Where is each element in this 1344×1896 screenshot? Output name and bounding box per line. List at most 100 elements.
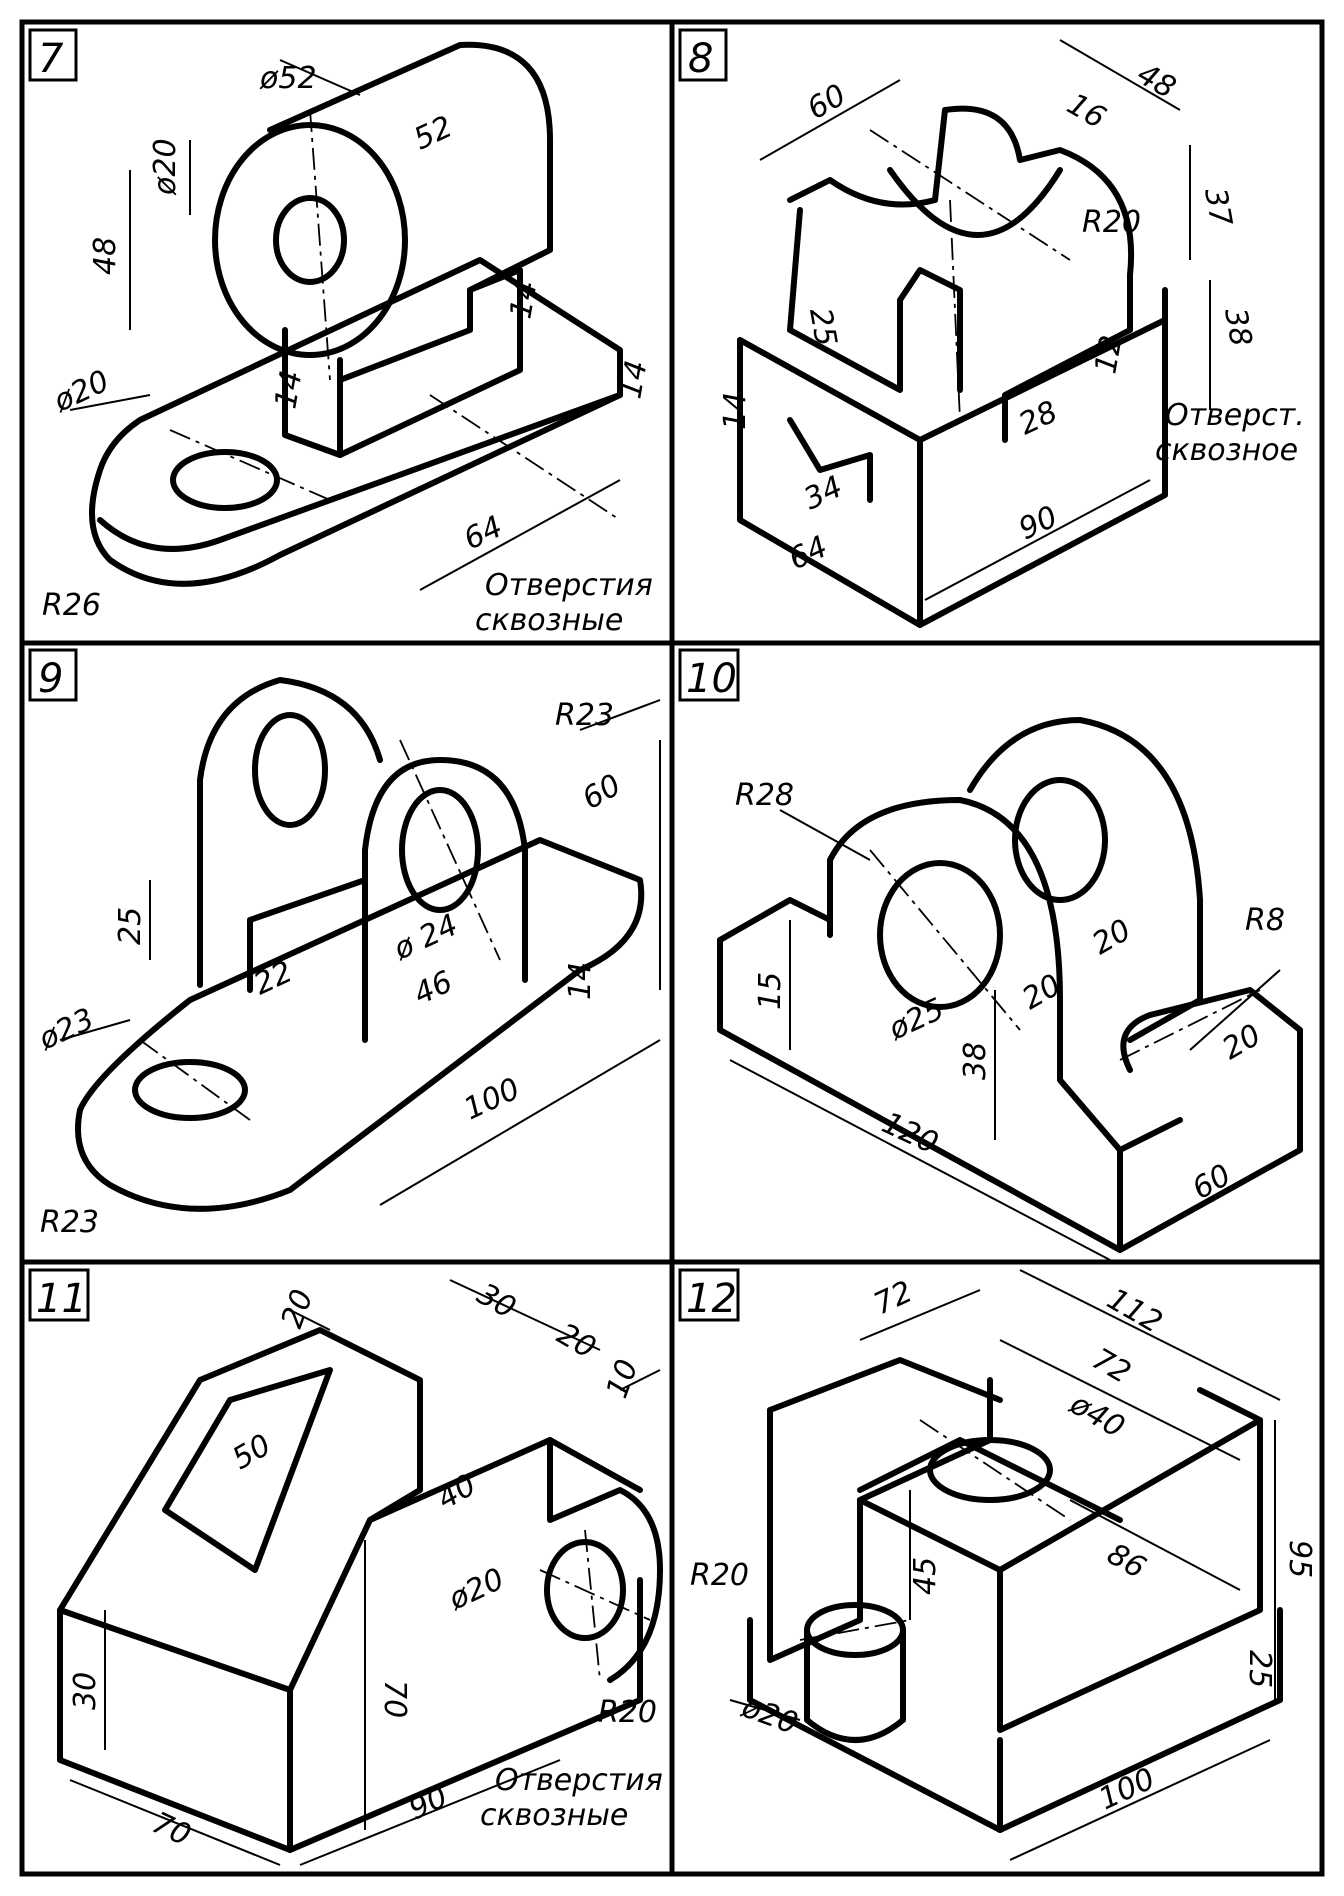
panel-8: 8 60 48 16 37 R20 25 38 12 28 34 64 90 1… (678, 28, 1305, 628)
dimension-line (729, 1059, 1111, 1261)
dimension-label: 25 (802, 305, 843, 349)
rear-ear-hole (1012, 777, 1108, 903)
web-side (337, 267, 523, 458)
dimension-label: R8 (1245, 903, 1285, 938)
dimension-label: R23 (555, 698, 614, 733)
note-line-2: сквозное (1155, 433, 1298, 468)
panel-9: 9 R23 60 25 22 ø 24 46 14 ø23 100 R23 (28, 648, 661, 1240)
base-top-edge (737, 317, 1168, 443)
dimension-label: R20 (690, 1558, 749, 1593)
panel-number: 11 (36, 1276, 87, 1322)
front-ear-hole (877, 860, 1003, 1010)
ear-inner-edge (247, 877, 368, 993)
panel-number: 12 (686, 1276, 737, 1322)
axis-line (1119, 989, 1261, 1061)
boss-body (804, 1627, 906, 1743)
dimension-line (299, 1759, 561, 1866)
dimension-label: 70 (377, 1680, 412, 1718)
panel-10: 10 R28 R8 20 20 15 ø25 38 20 120 60 (678, 648, 1303, 1261)
body-top (57, 1327, 423, 1613)
panel-7: 7 ø52 52 ø20 48 14 14 14 ø20 64 R26 Отве… (28, 28, 655, 638)
dimension-label: 52 (409, 109, 458, 157)
left-wall (767, 1377, 993, 1663)
dimension-label: ø23 (33, 1002, 100, 1058)
block-top-edge (997, 1387, 1263, 1573)
axis-line (309, 109, 331, 381)
top-hole (927, 1437, 1053, 1503)
axis-line (399, 739, 501, 961)
dimension-label: 20 (1087, 913, 1138, 962)
note-line-1: Отверстия (485, 568, 653, 603)
dimension-label: 22 (249, 954, 298, 1002)
base-plate (75, 837, 645, 1212)
dimension-label: 30 (68, 1672, 103, 1710)
axis-line (919, 1419, 1071, 1521)
dimension-label: ø20 (48, 364, 115, 420)
dimension-label: 72 (869, 1274, 918, 1322)
dimension-label: 12 (1088, 333, 1129, 377)
dimension-line (279, 59, 361, 96)
dimension-label: 20 (1217, 1018, 1268, 1067)
dimension-label: 48 (1131, 57, 1182, 106)
dimension-label: 60 (1187, 1158, 1238, 1207)
dimension-label: 48 (88, 237, 123, 275)
axis-line (169, 429, 331, 501)
dimension-label: R20 (598, 1695, 657, 1730)
cylinder-bore (273, 195, 347, 285)
panel-12: 12 72 112 72 ø40 86 45 95 25 R20 ø20 (678, 1268, 1317, 1861)
dimension-label: 16 (1061, 87, 1112, 136)
dimension-line (999, 1339, 1241, 1461)
dimension-label: 28 (1014, 394, 1063, 442)
panel-number-box (678, 648, 740, 702)
dimension-label: 60 (577, 768, 628, 817)
dimension-label: 10 (600, 1355, 646, 1403)
dimension-line (1189, 969, 1281, 1051)
rear-ear (967, 717, 1203, 1043)
front-ear-hole (399, 787, 481, 913)
dimension-label: 90 (1014, 499, 1063, 547)
dimension-label: 95 (1282, 1540, 1317, 1578)
recess-edge (857, 1437, 1123, 1523)
panel-number-box (28, 648, 78, 702)
dimension-label: R20 (1082, 205, 1141, 240)
dimension-label: R28 (735, 778, 794, 813)
body-ridge (287, 1437, 643, 1693)
panel-number: 8 (688, 36, 713, 82)
front-ear (827, 797, 1183, 1153)
base-plate-edge (97, 392, 623, 552)
panel-number-box (678, 28, 728, 82)
dimension-label: ø20 (736, 1689, 802, 1742)
panel-number-box (678, 1268, 740, 1322)
dimension-label: 20 (275, 1285, 321, 1333)
dimension-label: 86 (1101, 1537, 1152, 1586)
dimension-label: 64 (459, 509, 508, 557)
base-hole (132, 1059, 248, 1121)
dimension-line (419, 479, 621, 591)
dimension-label: 46 (409, 964, 458, 1012)
note-line-1: Отверстия (495, 1763, 663, 1798)
top-window (162, 1367, 333, 1573)
note-line-1: Отверст. (1165, 398, 1305, 433)
panel-number: 10 (686, 656, 737, 702)
dimension-label: 25 (113, 907, 148, 945)
dimension-label: 112 (1101, 1282, 1168, 1341)
axis-line (429, 394, 621, 521)
cylinder-body (267, 41, 553, 293)
dimension-label: 100 (1094, 1761, 1161, 1817)
note-line-2: сквозные (480, 1798, 628, 1833)
dimension-label: R26 (42, 588, 101, 623)
dimension-label: 45 (908, 1557, 943, 1595)
dimension-label: 38 (958, 1042, 993, 1080)
dimension-label: 37 (1197, 185, 1238, 229)
axis-line (869, 129, 1071, 261)
dimension-label: 15 (753, 972, 788, 1010)
panel-number-box (28, 28, 78, 82)
panel-number-box (28, 1268, 90, 1322)
dimension-label: 100 (459, 1071, 526, 1127)
boss-hole (544, 1539, 626, 1641)
saddle-arc (887, 167, 1063, 238)
dimension-line (379, 1039, 661, 1206)
dimension-label: 60 (802, 78, 853, 127)
